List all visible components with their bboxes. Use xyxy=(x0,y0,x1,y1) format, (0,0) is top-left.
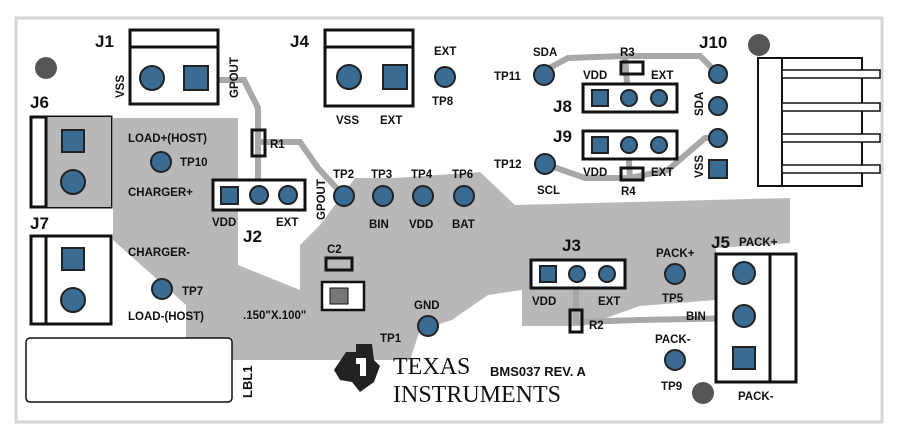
test-point-tp8 xyxy=(434,66,456,88)
resistor-r2 xyxy=(568,308,584,334)
tp4-signal: VDD xyxy=(409,219,433,231)
copper-pour xyxy=(113,118,790,360)
tp9-label: TP9 xyxy=(661,381,682,393)
connector-j6 xyxy=(29,115,113,209)
j8-label: J8 xyxy=(553,97,572,116)
connector-j10 xyxy=(708,57,881,187)
charger-plus-label: CHARGER+ xyxy=(128,187,193,199)
j1-pin-vss: VSS xyxy=(115,75,127,98)
j1-label: J1 xyxy=(95,32,114,51)
tp2-signal: GPOUT xyxy=(316,179,328,220)
tp6-signal: BAT xyxy=(452,219,475,231)
r3-label: R3 xyxy=(620,47,635,59)
tp3-label: TP3 xyxy=(371,169,392,181)
r4-label: R4 xyxy=(621,186,636,198)
test-point-tp6 xyxy=(453,185,475,207)
tp11-signal: SDA xyxy=(533,47,557,59)
j5-pin-pack-plus: PACK+ xyxy=(739,237,778,249)
company-name-line1: TEXAS xyxy=(393,354,470,380)
j8-pin-vdd: VDD xyxy=(583,70,607,82)
connector-j3 xyxy=(529,258,627,290)
j9-pin-vdd: VDD xyxy=(583,167,607,179)
test-point-tp7 xyxy=(151,278,173,300)
test-point-tp9 xyxy=(664,349,686,371)
tp10-signal: LOAD+(HOST) xyxy=(128,133,207,145)
j9-label: J9 xyxy=(553,127,572,146)
resistor-r1 xyxy=(250,128,267,158)
connector-j7 xyxy=(29,234,113,326)
connector-j1 xyxy=(128,28,220,106)
tp5-label: TP5 xyxy=(662,293,684,305)
tp4-label: TP4 xyxy=(411,169,433,181)
tp1-label: TP1 xyxy=(380,333,402,345)
tp8-label: TP8 xyxy=(432,96,454,108)
j5-pin-bin: BIN xyxy=(686,311,706,323)
c2-label: C2 xyxy=(327,244,342,256)
j5-pin-pack-minus: PACK- xyxy=(738,391,774,403)
test-point-tp10 xyxy=(150,151,172,173)
connector-j2 xyxy=(211,178,307,212)
j7-label: J7 xyxy=(30,214,49,233)
test-point-tp3 xyxy=(372,185,394,207)
j2-pin-vdd: VDD xyxy=(212,217,236,229)
j1-pin-gpout: GPOUT xyxy=(229,57,241,98)
test-point-tp12 xyxy=(534,153,556,175)
j3-pin-ext: EXT xyxy=(598,296,620,308)
connector-j4 xyxy=(323,28,415,108)
test-point-tp11 xyxy=(533,64,555,86)
j4-pin-ext: EXT xyxy=(380,115,402,127)
lbl1-label: LBL1 xyxy=(240,366,255,399)
capacitor-c2 xyxy=(324,256,354,272)
j10-label: J10 xyxy=(699,33,727,52)
j8-pin-ext: EXT xyxy=(651,70,673,82)
test-point-tp4 xyxy=(412,185,434,207)
tp2-label: TP2 xyxy=(333,169,354,181)
test-point-tp2 xyxy=(333,185,355,207)
j4-pin-vss: VSS xyxy=(336,115,359,127)
charger-minus-label: CHARGER- xyxy=(128,247,190,259)
footprint-label: .150"X.100" xyxy=(243,310,306,322)
ic-footprint xyxy=(320,280,366,312)
mounting-hole xyxy=(748,34,770,56)
label-area-lbl1 xyxy=(25,337,233,403)
resistor-r3 xyxy=(619,60,645,76)
tp10-label: TP10 xyxy=(180,157,208,169)
board-id: BMS037 REV. A xyxy=(490,364,586,379)
r2-label: R2 xyxy=(589,320,604,332)
j3-label: J3 xyxy=(562,236,581,255)
tp8-signal: EXT xyxy=(434,46,456,58)
tp3-signal: BIN xyxy=(369,219,389,231)
connector-j5 xyxy=(714,252,798,384)
tp7-signal: LOAD-(HOST) xyxy=(128,311,204,323)
tp12-signal: SCL xyxy=(537,185,560,197)
tp5-signal: PACK+ xyxy=(656,248,695,260)
mounting-hole xyxy=(692,382,714,404)
resistor-r4 xyxy=(619,166,645,182)
tp7-label: TP7 xyxy=(182,286,203,298)
mounting-hole xyxy=(35,57,57,79)
tp11-label: TP11 xyxy=(494,71,521,83)
j5-label: J5 xyxy=(711,233,730,252)
connector-j8 xyxy=(581,82,679,114)
test-point-tp5 xyxy=(664,263,686,285)
j2-label: J2 xyxy=(243,227,262,246)
tp1-signal: GND xyxy=(414,300,440,312)
company-name-line2: INSTRUMENTS xyxy=(393,382,561,408)
ti-logo-icon xyxy=(334,344,380,392)
j3-pin-vdd: VDD xyxy=(532,296,556,308)
tp6-label: TP6 xyxy=(452,169,473,181)
j4-label: J4 xyxy=(290,32,309,51)
j2-pin-ext: EXT xyxy=(276,217,298,229)
j6-label: J6 xyxy=(30,93,49,112)
tp12-label: TP12 xyxy=(494,159,522,171)
tp9-signal: PACK- xyxy=(655,334,691,346)
connector-j9 xyxy=(581,129,679,161)
j10-pin-sda: SDA xyxy=(694,92,706,116)
r1-label: R1 xyxy=(270,139,285,151)
j9-pin-ext: EXT xyxy=(651,167,673,179)
j10-pin-vss: VSS xyxy=(694,155,706,178)
test-point-tp1 xyxy=(417,315,439,337)
